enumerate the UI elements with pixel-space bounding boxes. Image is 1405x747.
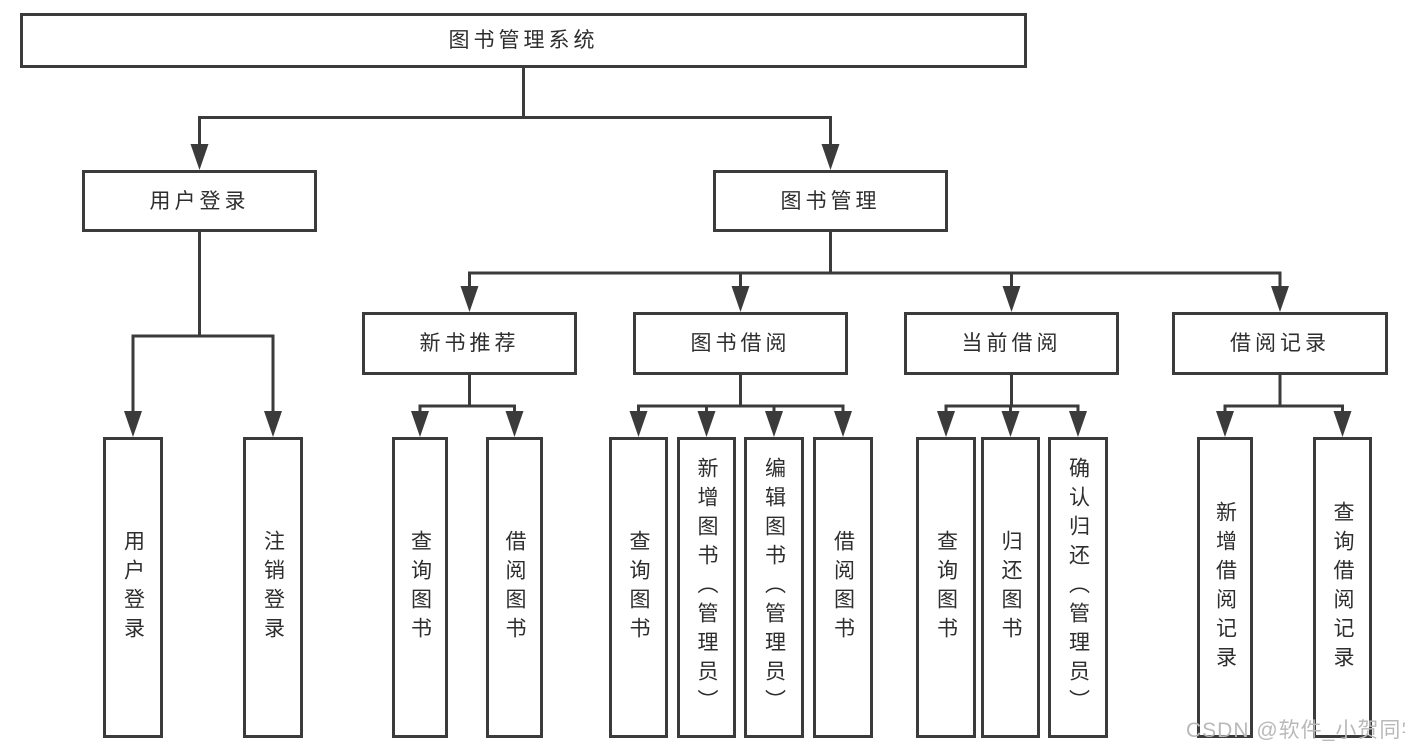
arrowhead <box>264 411 282 437</box>
leaf-add-book-admin: 新增图书（管理员） <box>677 437 736 738</box>
arrowhead <box>505 411 524 437</box>
connector-bookmgmt-to-level3 <box>460 232 1289 312</box>
connector-borrow-to-leaves <box>629 375 852 437</box>
node-borrowing-records: 借阅记录 <box>1172 312 1388 375</box>
node-book-management: 图书管理 <box>713 170 948 232</box>
connector-records-to-leaves <box>1216 375 1352 437</box>
csdn-watermark: CSDN @软件_小贺同学 <box>1186 719 1405 742</box>
arrowhead <box>1001 411 1020 437</box>
arrowhead <box>629 411 648 437</box>
node-new-book-recommendation: 新书推荐 <box>362 312 577 375</box>
node-current-borrowing: 当前借阅 <box>904 312 1119 375</box>
arrowhead <box>765 411 783 437</box>
arrowhead <box>697 411 716 437</box>
leaf-edit-book-admin: 编辑图书（管理员） <box>744 437 804 738</box>
leaf-borrow-books-recommend: 借阅图书 <box>486 437 543 738</box>
leaf-query-books-current: 查询图书 <box>916 437 976 738</box>
connector-current-to-leaves <box>937 375 1087 437</box>
arrowhead <box>937 411 955 437</box>
arrowhead <box>731 286 750 312</box>
leaf-borrow-books-borrowing: 借阅图书 <box>813 437 873 738</box>
arrowhead <box>124 411 142 437</box>
arrowhead <box>1271 286 1289 312</box>
arrowhead <box>1333 411 1352 437</box>
leaf-user-login: 用户登录 <box>103 437 163 738</box>
arrowhead <box>460 286 479 312</box>
leaf-query-borrow-record: 查询借阅记录 <box>1313 437 1372 738</box>
connector-root-to-level2 <box>190 68 840 170</box>
arrowhead <box>821 144 840 170</box>
leaf-confirm-return-admin: 确认归还（管理员） <box>1048 437 1108 738</box>
connector-login-to-leaves <box>124 232 282 437</box>
arrowhead <box>190 144 209 170</box>
node-book-borrowing: 图书借阅 <box>633 312 848 375</box>
arrowhead <box>411 411 429 437</box>
arrowhead <box>1069 411 1087 437</box>
node-library-system: 图书管理系统 <box>20 13 1027 68</box>
arrowhead <box>834 411 852 437</box>
leaf-add-borrow-record: 新增借阅记录 <box>1197 437 1253 738</box>
leaf-return-book: 归还图书 <box>981 437 1040 738</box>
arrowhead <box>1216 411 1234 437</box>
node-user-login: 用户登录 <box>82 170 317 232</box>
leaf-query-books-recommend: 查询图书 <box>392 437 448 738</box>
leaf-logout: 注销登录 <box>243 437 303 738</box>
connector-newbooks-to-leaves <box>411 375 524 437</box>
arrowhead <box>1002 286 1021 312</box>
leaf-query-books-borrowing: 查询图书 <box>609 437 668 738</box>
